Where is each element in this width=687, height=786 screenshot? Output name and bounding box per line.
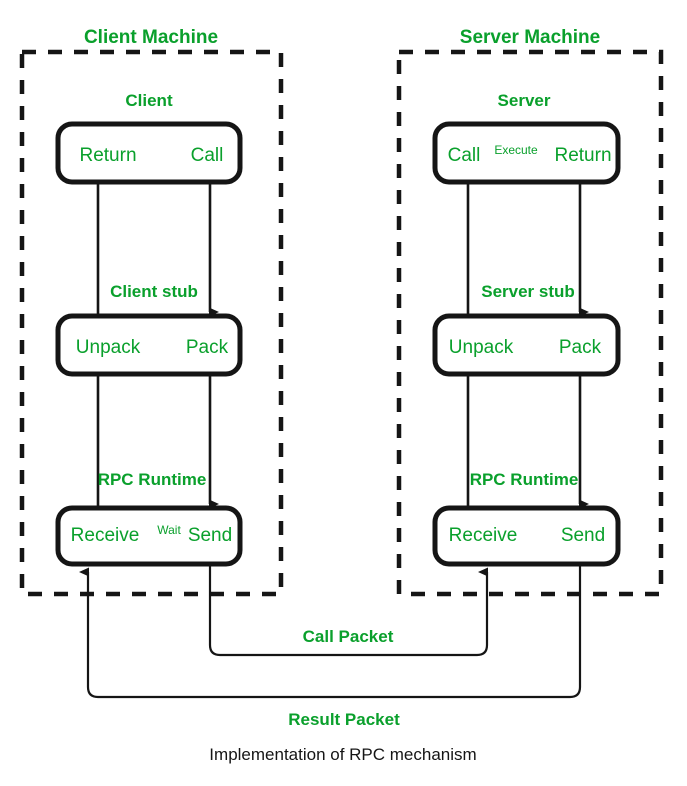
server-rpc-runtime-box — [432, 505, 621, 567]
call-packet-path — [208, 564, 489, 657]
server-stub-box — [432, 313, 621, 377]
client-rpc-runtime-box — [55, 505, 243, 567]
result-packet-path — [79, 564, 582, 699]
server-box — [432, 121, 621, 185]
client-machine-boundary — [19, 49, 284, 597]
server-machine-boundary — [396, 49, 664, 597]
client-stub-box — [55, 313, 243, 377]
client-box — [55, 121, 243, 185]
